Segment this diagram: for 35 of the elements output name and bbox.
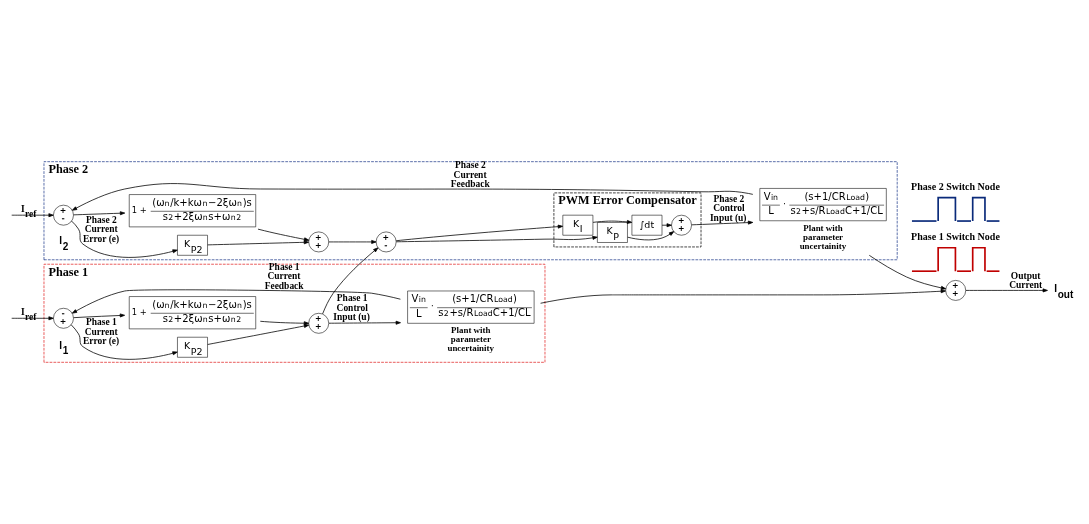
node-label: Plant with parameter uncertainity (447, 325, 494, 354)
node-box: ∫dt (631, 214, 663, 236)
node-text: Phase 1 Switch Node (911, 230, 1000, 242)
arrow (691, 220, 754, 226)
arrow (395, 224, 563, 242)
edge-label: Phase 1 Current Feedback (264, 261, 304, 291)
node-label: Plant with parameter uncertainity (799, 222, 847, 251)
arrow (73, 211, 126, 216)
arrow (540, 289, 946, 304)
edge-label: Phase 2 Current Feedback (450, 160, 490, 190)
arrow (71, 183, 754, 211)
edge-label: Phase 2 Control Input (u) (709, 193, 747, 223)
edge-label: Output Current (1009, 270, 1043, 290)
arrow (627, 231, 675, 241)
arrow (592, 220, 633, 224)
arrow (328, 320, 401, 325)
arrow (868, 254, 947, 290)
arrow (11, 213, 54, 218)
arrow (322, 247, 379, 315)
edge-label: Phase 1 Control Input (u) (333, 293, 370, 323)
arrow (661, 223, 672, 228)
arrow (395, 235, 598, 243)
node-text: Phase 2 Switch Node (911, 180, 1000, 192)
arrow (257, 228, 310, 242)
arrow (207, 324, 310, 345)
arrow (70, 324, 178, 360)
arrow (259, 320, 310, 326)
arrow (71, 289, 401, 314)
arrow (328, 240, 377, 244)
arrow (965, 288, 1048, 293)
edge-label: Phase 2 Current Error (e) (82, 214, 120, 244)
arrow (71, 220, 178, 258)
edge-label: Phase 1 Current Error (e) (82, 317, 120, 347)
arrow (207, 240, 310, 246)
arrow (73, 313, 126, 319)
